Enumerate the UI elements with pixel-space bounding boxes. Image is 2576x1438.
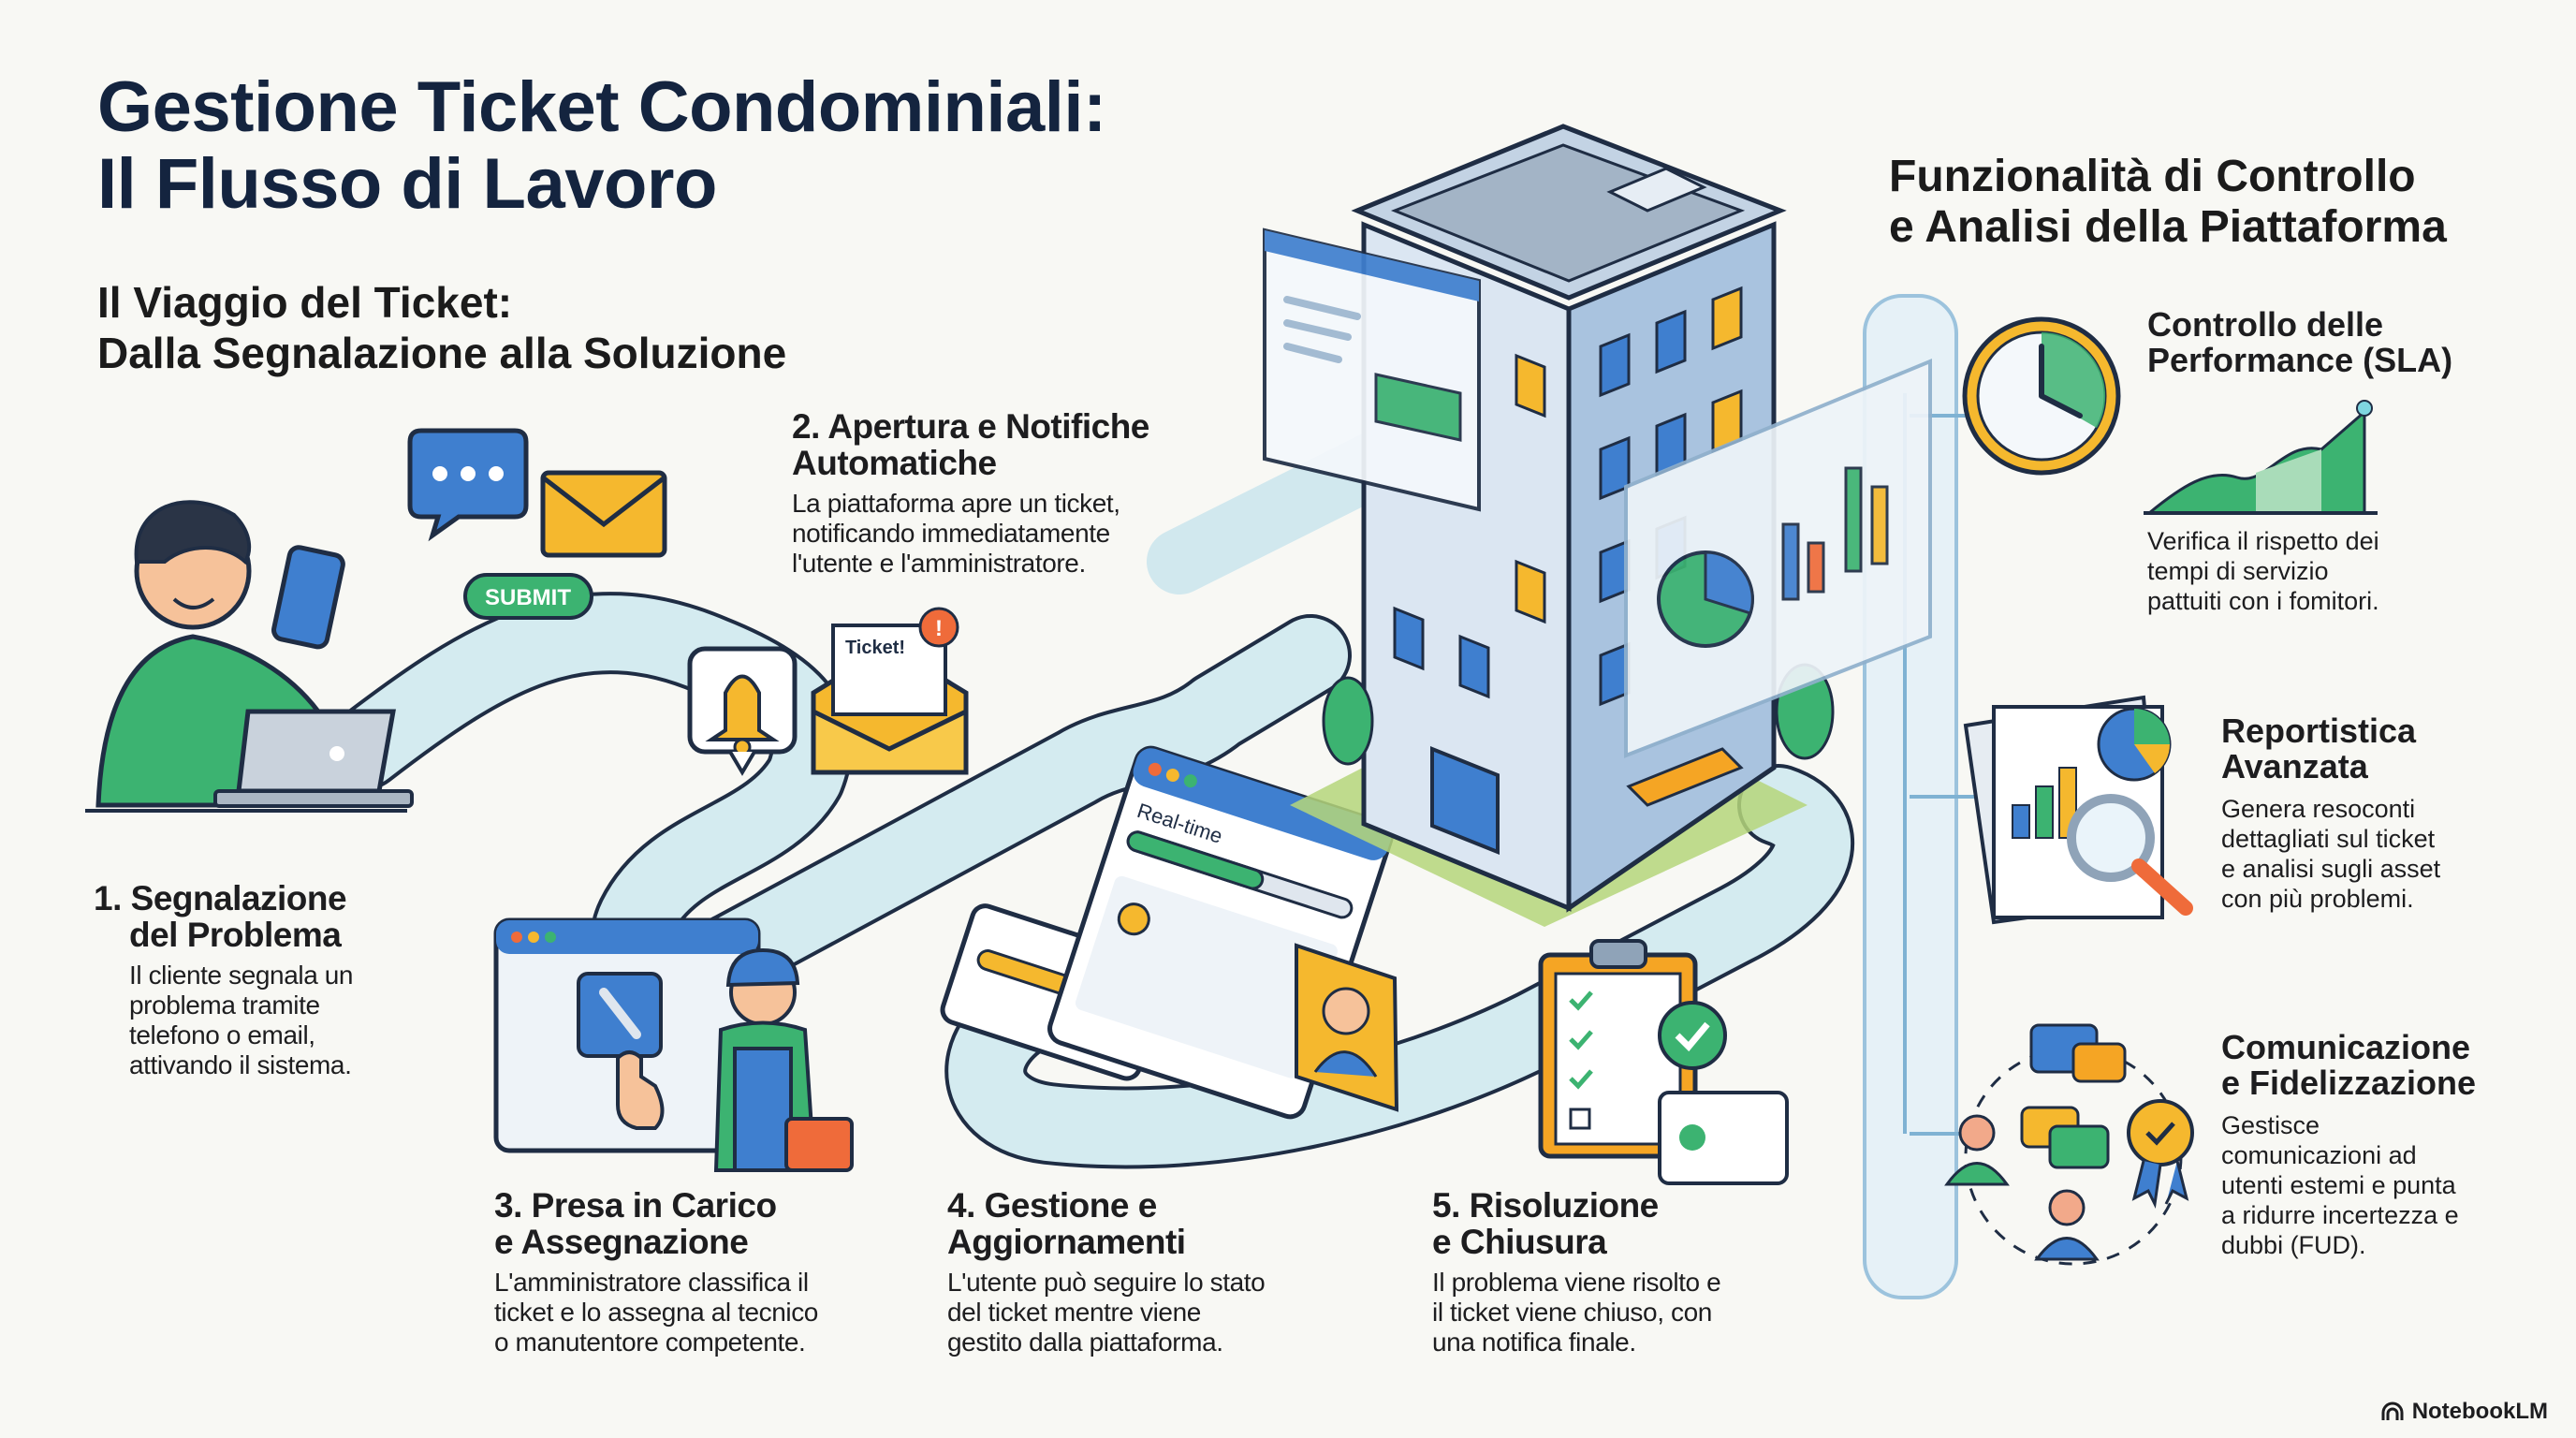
- title-line-2: Il Flusso di Lavoro: [97, 144, 717, 224]
- ratings-dashboard-panel: [1263, 227, 1481, 512]
- performance-area-chart-icon: [2144, 400, 2378, 515]
- step-body: La piattaforma apre un ticket,notificand…: [792, 489, 1120, 578]
- submit-button-graphic: SUBMIT: [463, 573, 593, 620]
- bell-notification-icon: [687, 646, 798, 776]
- features-title-line-1: Funzionalità di Controllo: [1889, 152, 2416, 201]
- features-title-line-2: e Analisi della Piattaforma: [1889, 202, 2447, 252]
- journey-subtitle: Il Viaggio del Ticket: Dalla Segnalazion…: [97, 277, 786, 378]
- community-chat-icon: [1944, 1023, 2194, 1266]
- analytics-chart-panel: [1624, 359, 1932, 758]
- technician-illustration: [713, 947, 854, 1172]
- person-with-phone-illustration: [85, 500, 414, 813]
- notebooklm-logo-icon: [2381, 1401, 2404, 1420]
- svg-text:!: !: [935, 616, 943, 641]
- page-title: Gestione Ticket Condominiali: Il Flusso …: [97, 69, 1106, 223]
- clock-icon: [1962, 316, 2121, 476]
- user-avatar-card: [1295, 943, 1399, 1112]
- envelope-icon: [540, 470, 667, 558]
- ticket-envelope-icon: Ticket! !: [811, 607, 969, 775]
- report-magnifier-icon: [1963, 695, 2193, 925]
- subtitle-line-1: Il Viaggio del Ticket:: [97, 278, 513, 327]
- chat-bubble-icon: [407, 428, 529, 542]
- notebooklm-brand: NotebookLM: [2380, 1399, 2548, 1425]
- checklist-clipboard-icon: [1538, 939, 1789, 1185]
- admin-assignment-window: [493, 917, 761, 1153]
- realtime-tracking-window: Real-time: [940, 745, 1394, 1120]
- features-title: Funzionalità di Controllo e Analisi dell…: [1889, 152, 2447, 253]
- ticket-journey-path: [324, 417, 1854, 1169]
- brand-label: NotebookLM: [2411, 1399, 2548, 1424]
- svg-text:Ticket!: Ticket!: [845, 638, 905, 658]
- subtitle-line-2: Dalla Segnalazione alla Soluzione: [97, 329, 787, 377]
- title-line-1: Gestione Ticket Condominiali:: [97, 67, 1106, 147]
- svg-text:SUBMIT: SUBMIT: [485, 585, 571, 610]
